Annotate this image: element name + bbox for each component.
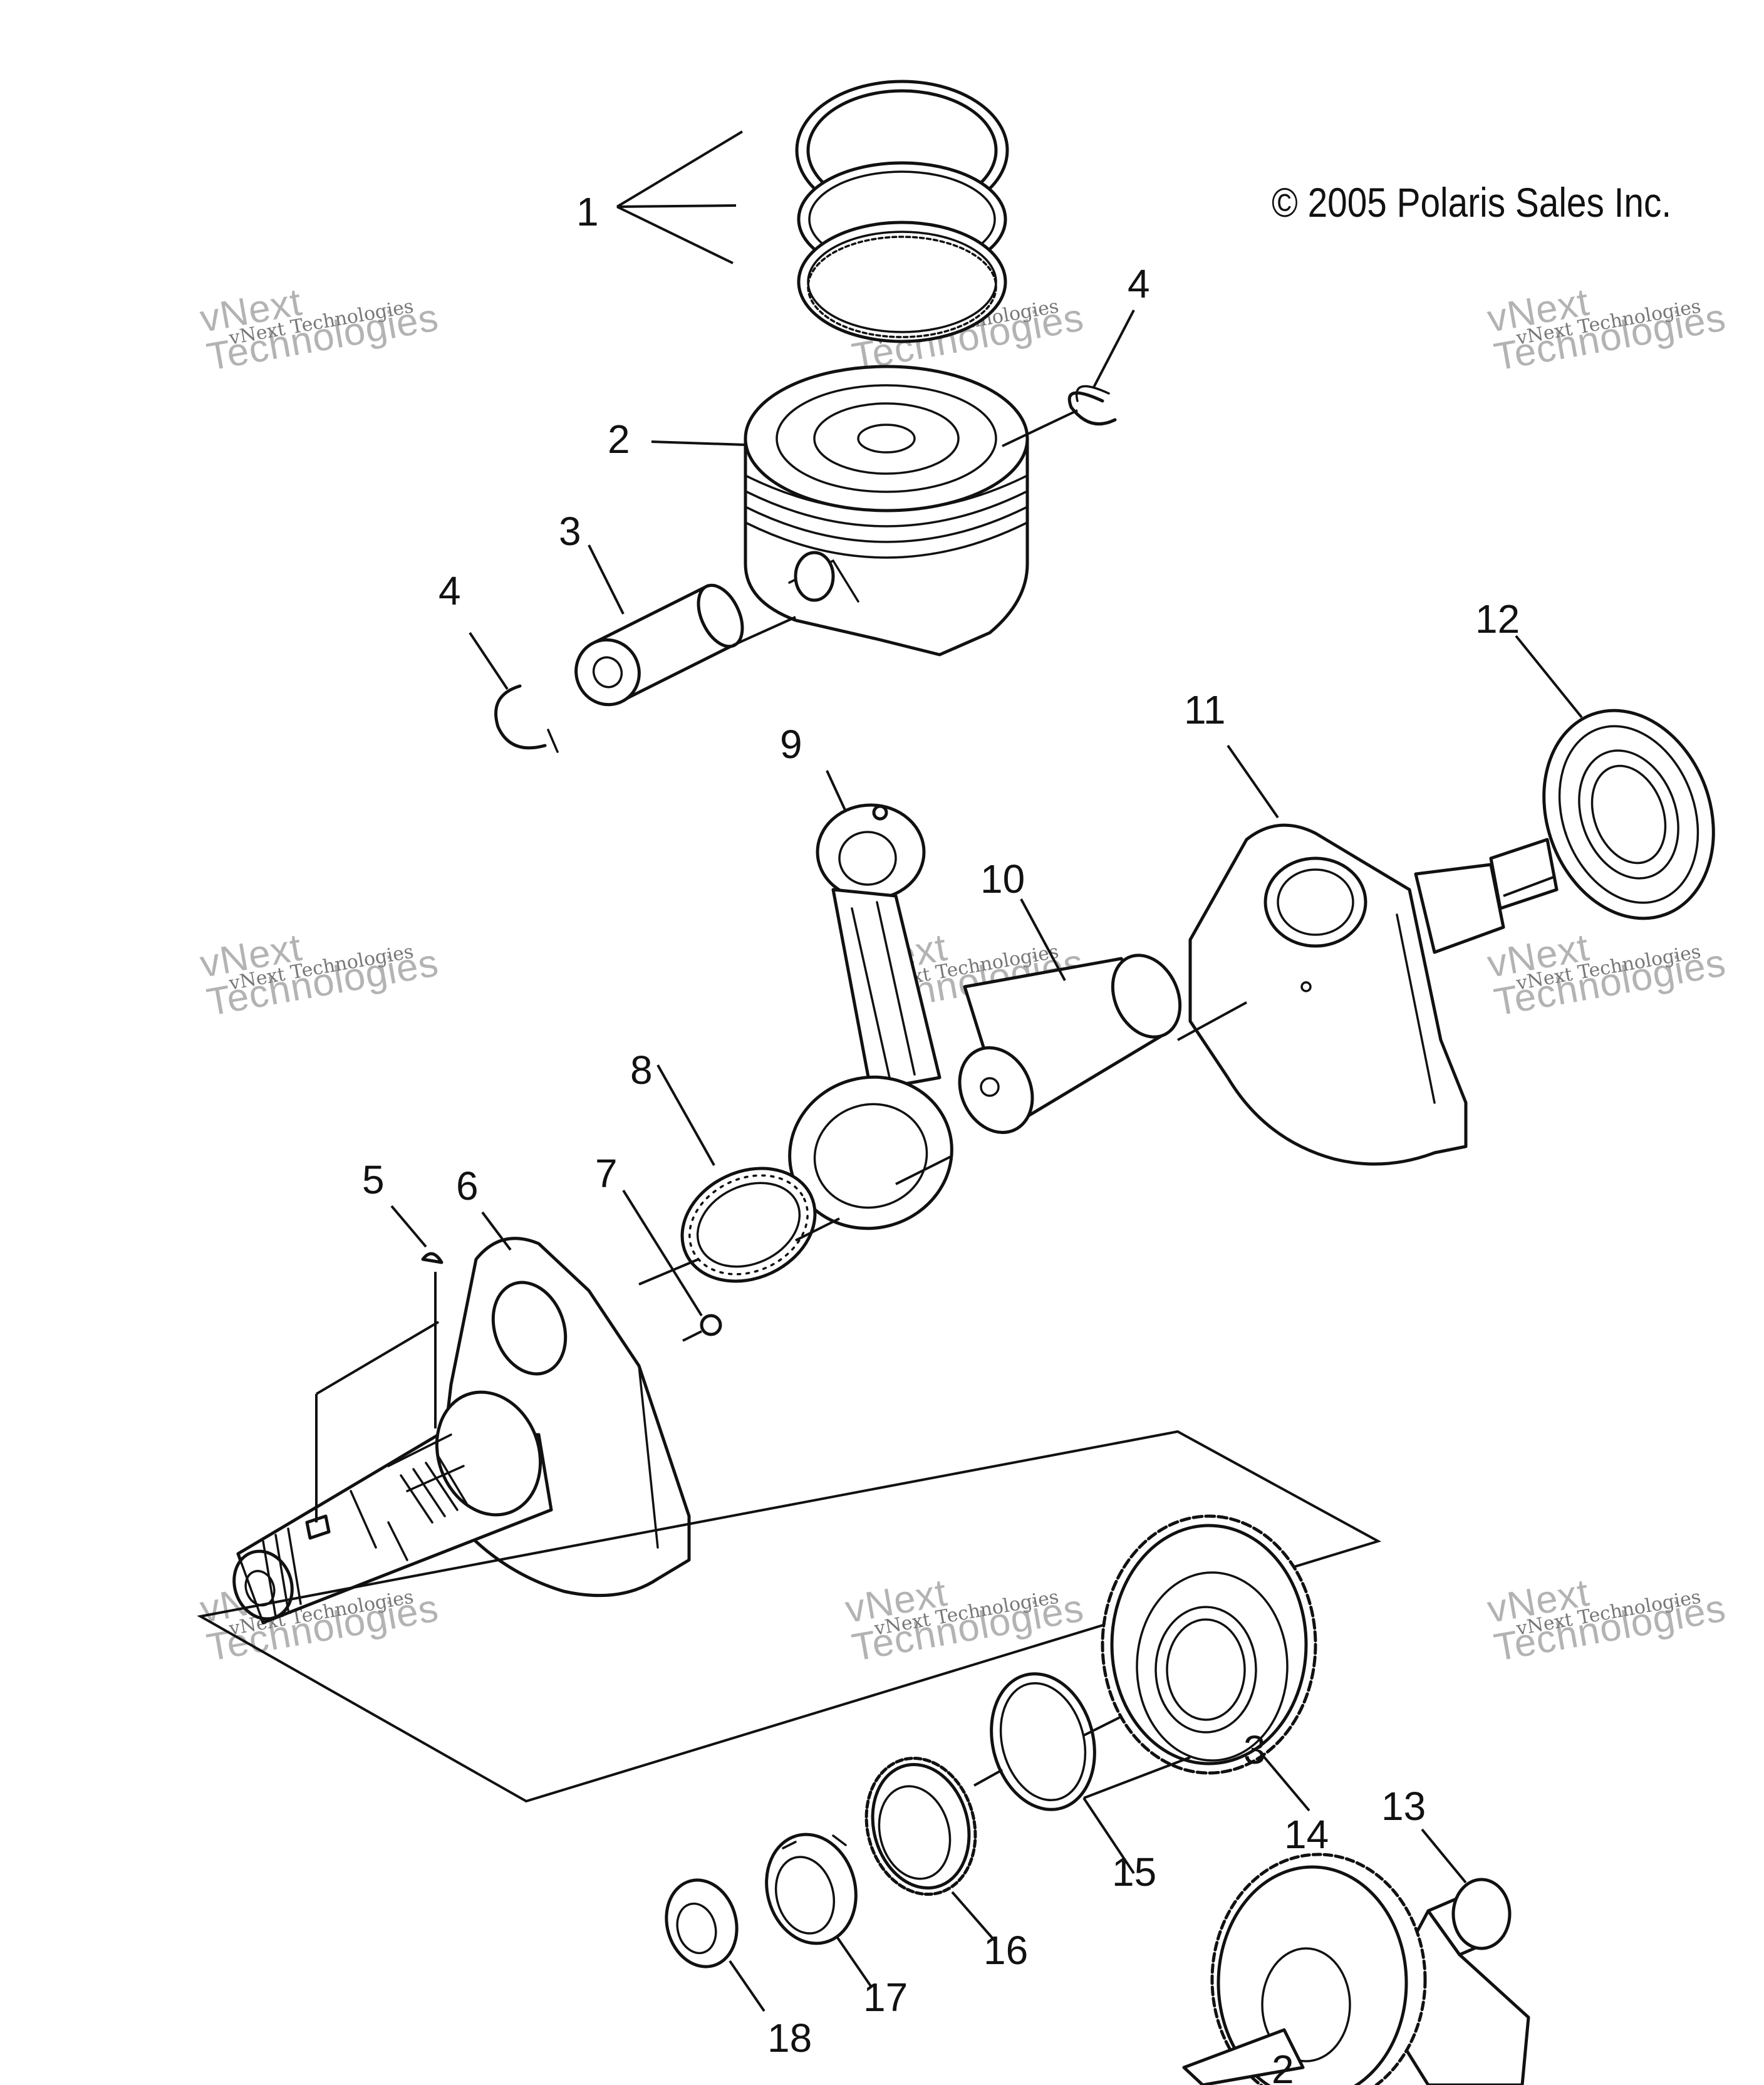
callout-6: 6: [456, 1163, 479, 1209]
callout-10: 10: [980, 856, 1025, 902]
needle-bearing: [680, 1167, 817, 1283]
crank-pin: [958, 954, 1182, 1135]
crankshaft-half: [232, 1237, 691, 1625]
gear: [864, 1756, 977, 1896]
connecting-rod: [788, 803, 953, 1230]
callout-8: 8: [630, 1048, 653, 1093]
piston-ring-set: [795, 80, 1009, 343]
gear: [1101, 1514, 1317, 1775]
callout-1: 1: [576, 189, 599, 234]
callout-12: 12: [1475, 596, 1520, 642]
callout-14: 14: [1284, 1812, 1329, 1857]
copyright-notice: © 2005 Polaris Sales Inc.: [1272, 179, 1672, 226]
callout-2: 2: [1272, 2047, 1294, 2085]
callout-4: 4: [438, 568, 461, 613]
circlip: [1067, 385, 1117, 426]
nut: [765, 1833, 858, 1945]
callout-17: 17: [863, 1975, 908, 2020]
callout-16: 16: [983, 1928, 1028, 1973]
callout-2: 2: [608, 417, 630, 462]
piston-pin: [574, 583, 744, 707]
piston: [744, 365, 1029, 657]
callout-3: 3: [559, 509, 581, 554]
leader-lines: [315, 130, 1583, 2012]
crankshaft-half: [1188, 823, 1559, 1166]
ball-bearing: [1542, 709, 1715, 920]
callout-5: 5: [362, 1157, 385, 1202]
ball: [700, 1314, 722, 1336]
assembly-frame: [197, 1430, 1382, 1803]
callout-3: 3: [1243, 1727, 1266, 1772]
callout-7: 7: [595, 1151, 618, 1196]
woodruff-key: [421, 1252, 444, 1264]
callout-11: 11: [1184, 687, 1225, 732]
nut: [665, 1878, 739, 1968]
callout-18: 18: [767, 2015, 812, 2061]
callout-15: 15: [1112, 1849, 1156, 1895]
callout-4: 4: [1128, 261, 1150, 306]
callout-9: 9: [780, 722, 802, 767]
callout-labels: 1 2 3 4 4 5 6 7 8 9 10 11 12 13 14 15 16…: [362, 189, 1520, 2085]
circlip: [494, 684, 559, 753]
washer: [990, 1672, 1096, 1811]
balancer-shaft: [1182, 1853, 1530, 2085]
callout-13: 13: [1381, 1784, 1426, 1829]
